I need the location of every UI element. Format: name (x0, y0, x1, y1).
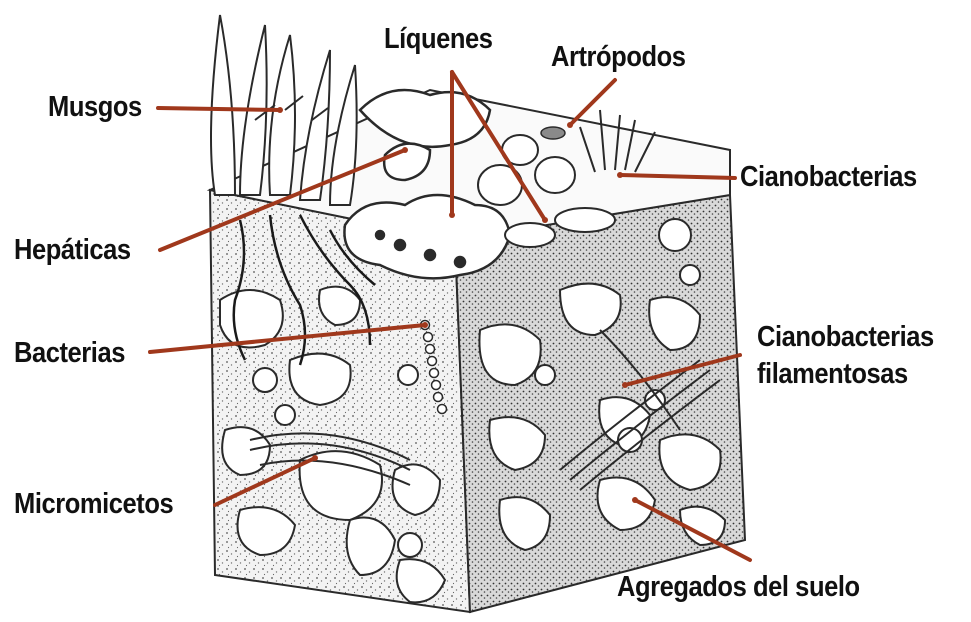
label-cianobacterias-filamentosas-line2: filamentosas (757, 357, 908, 392)
label-micromicetos: Micromicetos (14, 487, 173, 521)
label-cianobacterias: Cianobacterias (740, 160, 917, 194)
label-bacterias: Bacterias (14, 336, 125, 370)
label-liquenes: Líquenes (384, 22, 493, 56)
label-musgos: Musgos (48, 90, 142, 124)
leader-artropodos (570, 80, 615, 125)
label-agregados-del-suelo: Agregados del suelo (617, 570, 860, 604)
arthropod (541, 127, 565, 139)
label-cianobacterias-filamentosas-line1: Cianobacterias (757, 320, 934, 355)
label-artropodos: Artrópodos (551, 40, 686, 74)
label-hepaticas: Hepáticas (14, 233, 131, 267)
leader-musgos (158, 108, 280, 110)
